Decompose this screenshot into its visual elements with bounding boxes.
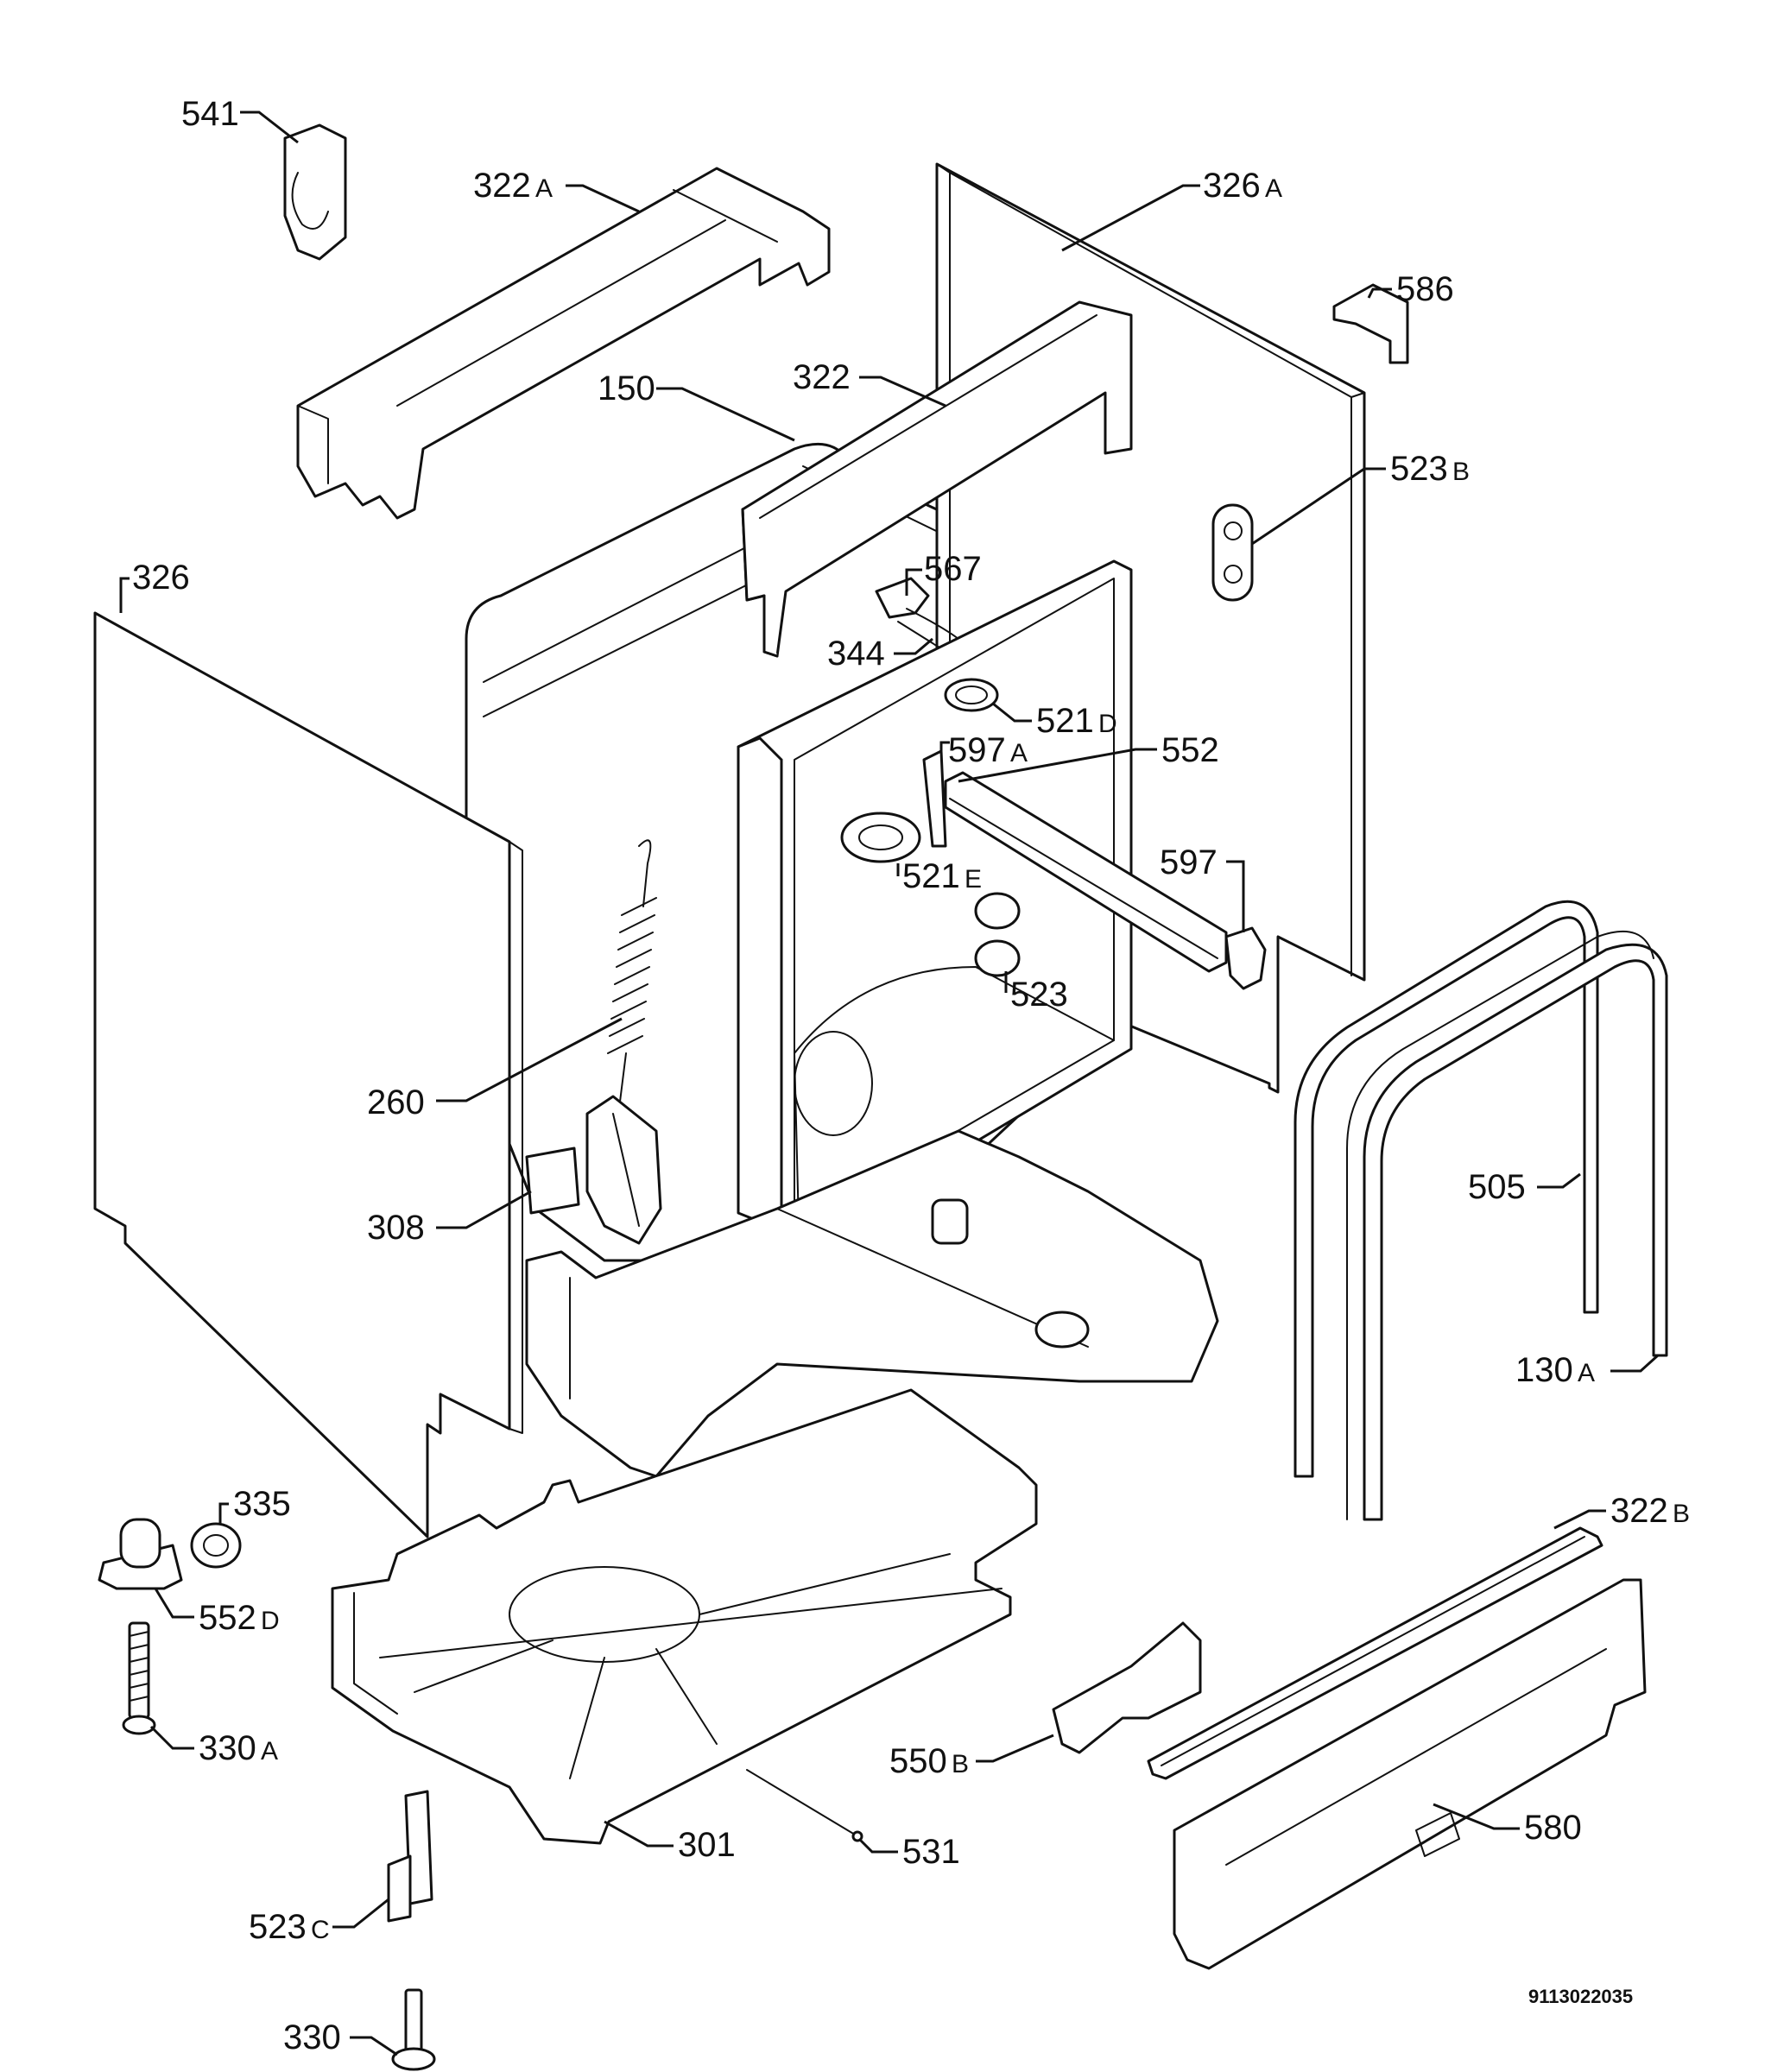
rod-531 xyxy=(746,1769,863,1842)
label-322b: 322 xyxy=(1610,1492,1668,1530)
gear-335 xyxy=(190,1522,242,1569)
label-523: 523 xyxy=(1010,976,1068,1014)
plug-523b xyxy=(1211,503,1254,602)
plugs-523 xyxy=(974,892,1021,977)
base-frame xyxy=(525,1129,1219,1478)
label-335: 335 xyxy=(233,1485,291,1523)
rail-552 xyxy=(944,771,1228,973)
label-260: 260 xyxy=(367,1083,425,1121)
label-580: 580 xyxy=(1524,1809,1582,1847)
label-322: 322 xyxy=(793,358,851,396)
top-rail-322a xyxy=(296,167,831,520)
label-550b: 550 xyxy=(889,1742,947,1780)
label-322a: 322 xyxy=(473,167,531,205)
label-597: 597 xyxy=(1160,843,1218,881)
seal-505 xyxy=(1293,900,1599,1478)
label-330a: 330 xyxy=(199,1729,256,1767)
label-586: 586 xyxy=(1396,270,1454,308)
label-326a: 326 xyxy=(1203,167,1261,205)
label-531: 531 xyxy=(902,1833,960,1871)
label-301: 301 xyxy=(678,1826,736,1864)
bracket-550b xyxy=(1052,1621,1202,1754)
label-130a: 130 xyxy=(1515,1351,1573,1389)
label-523c: 523 xyxy=(249,1908,307,1946)
label-567: 567 xyxy=(924,550,982,588)
rail-322b xyxy=(1147,1526,1603,1780)
motor-552d xyxy=(98,1518,183,1590)
label-505: 505 xyxy=(1468,1168,1526,1206)
clip-597 xyxy=(1224,926,1267,990)
disc-521e xyxy=(840,812,921,863)
base-tray-301 xyxy=(331,1388,1038,1845)
hinge-308 xyxy=(525,1095,662,1245)
label-597a: 597 xyxy=(948,731,1006,769)
label-521e: 521 xyxy=(902,857,960,895)
clip-597a xyxy=(922,749,947,848)
kickplate-580 xyxy=(1173,1578,1647,1970)
part-labels: 541 322 A 326 A 586 150 322 523 B 326 56… xyxy=(132,95,1690,2056)
label-521e-suffix: E xyxy=(965,865,982,894)
label-330a-suffix: A xyxy=(261,1737,278,1766)
label-330: 330 xyxy=(283,2018,341,2056)
side-panel-326 xyxy=(93,611,523,1538)
label-326a-suffix: A xyxy=(1265,174,1282,203)
label-541: 541 xyxy=(181,95,239,133)
label-521d: 521 xyxy=(1036,702,1094,740)
label-130a-suffix: A xyxy=(1578,1359,1595,1387)
label-523b-suffix: B xyxy=(1452,458,1470,486)
label-521d-suffix: D xyxy=(1098,710,1117,738)
door-frame xyxy=(737,559,1133,1249)
label-326: 326 xyxy=(132,559,190,597)
clip-541 xyxy=(283,123,347,261)
label-552: 552 xyxy=(1161,731,1219,769)
label-150: 150 xyxy=(598,370,655,407)
drawing-code: 9113022035 xyxy=(1528,1986,1633,2007)
label-552d: 552 xyxy=(199,1599,256,1637)
label-550b-suffix: B xyxy=(952,1750,969,1778)
leader-lines xyxy=(119,111,1660,2056)
ring-521d xyxy=(944,678,999,712)
label-322a-suffix: A xyxy=(535,174,553,203)
screw-330a xyxy=(122,1621,156,1735)
bracket-523c xyxy=(387,1790,433,1923)
seal-130a xyxy=(1346,930,1668,1521)
screw-330 xyxy=(391,1988,436,2071)
label-523b: 523 xyxy=(1390,450,1448,488)
label-308: 308 xyxy=(367,1209,425,1247)
label-552d-suffix: D xyxy=(261,1607,280,1635)
label-322b-suffix: B xyxy=(1673,1500,1690,1528)
label-597a-suffix: A xyxy=(1010,739,1028,768)
bracket-586 xyxy=(1332,283,1409,364)
label-523c-suffix: C xyxy=(311,1916,330,1944)
label-344: 344 xyxy=(827,635,885,673)
upper-frame-322 xyxy=(741,300,1133,658)
